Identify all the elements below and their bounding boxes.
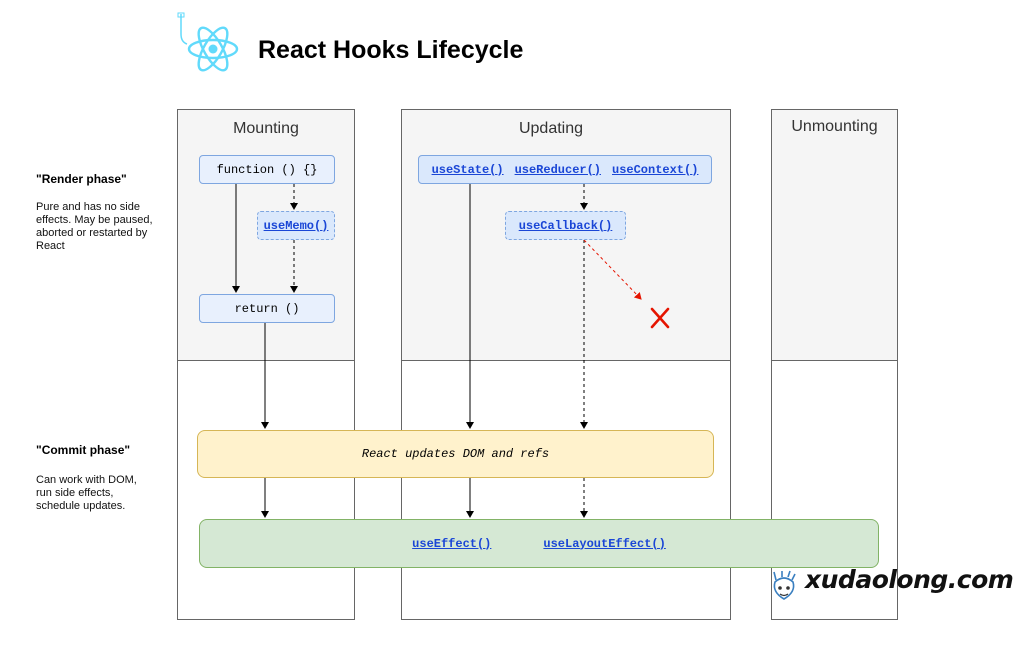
page-title: React Hooks Lifecycle (258, 36, 524, 64)
updating-title: Updating (518, 120, 584, 137)
commit-phase-description: Can work with DOM, run side effects, sch… (36, 474, 137, 512)
unmounting-title: Unmounting (791, 118, 878, 135)
use-layout-effect-link[interactable]: useLayoutEffect() (543, 536, 666, 551)
return-node: return () (199, 294, 335, 323)
use-memo-node: useMemo() (257, 211, 335, 240)
commit-phase-title: "Commit phase" (36, 443, 131, 457)
dom-update-band: React updates DOM and refs (197, 430, 714, 478)
use-callback-link[interactable]: useCallback() (518, 218, 613, 233)
use-effect-link[interactable]: useEffect() (412, 536, 492, 551)
updating-commit-column (401, 360, 731, 620)
watermark-text: xudaolong.com (805, 565, 1014, 594)
mounting-title: Mounting (233, 120, 299, 137)
react-atom-icon (177, 12, 239, 72)
use-reducer-link[interactable]: useReducer() (514, 162, 601, 177)
use-context-link[interactable]: useContext() (612, 162, 699, 177)
use-state-link[interactable]: useState() (431, 162, 504, 177)
dom-update-label: React updates DOM and refs (361, 447, 550, 461)
cartoon-face-icon (773, 570, 796, 600)
render-phase-title: "Render phase" (36, 172, 127, 186)
unmounting-commit-column (771, 360, 898, 620)
effects-band: useEffect() useLayoutEffect() (199, 519, 879, 568)
function-node-label: function () {} (216, 162, 318, 177)
mounting-commit-column (177, 360, 355, 620)
function-node: function () {} (199, 155, 335, 184)
red-x-icon (650, 307, 670, 329)
use-memo-link[interactable]: useMemo() (263, 218, 329, 233)
render-phase-description: Pure and has no side effects. May be pau… (36, 201, 153, 252)
state-hooks-node: useState() useReducer() useContext() (418, 155, 712, 184)
return-node-label: return () (234, 301, 300, 316)
use-callback-node: useCallback() (505, 211, 626, 240)
unmounting-render-column (771, 109, 898, 361)
